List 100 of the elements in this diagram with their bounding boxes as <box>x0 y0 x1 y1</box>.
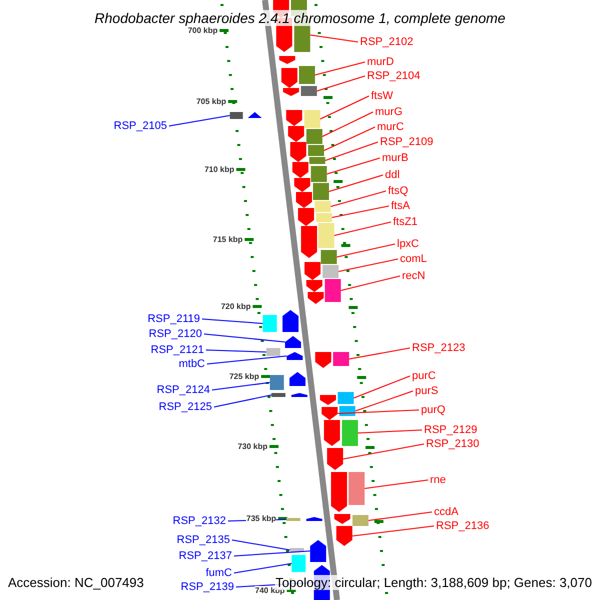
gene-block <box>286 110 302 126</box>
gene-label: ddl <box>385 169 400 181</box>
leader-line <box>353 376 410 398</box>
gene-block <box>320 395 336 405</box>
gene-block <box>292 162 308 178</box>
gene-block <box>308 292 324 304</box>
gene-block <box>279 56 296 64</box>
gene-bar <box>266 348 280 356</box>
gene-label: fumC <box>206 567 232 579</box>
gene-block <box>310 540 326 562</box>
leader-line <box>322 112 374 137</box>
gene-block <box>286 352 303 360</box>
leader-line <box>336 244 396 258</box>
gene-label: murB <box>382 152 408 164</box>
gene-label: RSP_2136 <box>436 520 490 532</box>
gene-label: RSP_2124 <box>156 384 210 396</box>
gene-block <box>285 336 302 348</box>
gene-label: recN <box>402 270 426 282</box>
gene-bar <box>271 393 286 397</box>
gene-block <box>334 514 350 524</box>
gene-bar <box>339 406 356 416</box>
gene-bar <box>292 555 306 572</box>
gene-label: RSP_2104 <box>367 70 420 82</box>
leader-line <box>340 276 400 291</box>
gene-bar <box>314 201 331 212</box>
gene-label: purS <box>415 385 438 397</box>
scale-tick-label: 725 kbp <box>229 372 260 381</box>
gene-block <box>294 178 310 192</box>
gene-bar <box>262 315 277 332</box>
gene-bar <box>338 392 354 404</box>
gene-block <box>282 310 299 332</box>
leader-line <box>316 76 366 92</box>
gene-label: RSP_2139 <box>180 581 234 593</box>
gene-label: RSP_2119 <box>148 313 200 325</box>
gene-block <box>306 280 322 292</box>
leader-line <box>326 158 380 174</box>
gene-label: ftsQ <box>388 185 408 197</box>
gene-label: murD <box>367 56 394 68</box>
scale-tick-label: 735 kbp <box>246 514 276 523</box>
leader-line <box>310 34 358 42</box>
scale-tick-label: 705 kbp <box>196 97 226 106</box>
gene-bar <box>312 183 329 200</box>
leader-line <box>342 444 424 460</box>
leader-line <box>232 540 290 550</box>
gene-label: RSP_2105 <box>114 120 167 132</box>
gene-bar <box>310 166 327 182</box>
gene-bar <box>300 86 317 96</box>
scale-tick-label: 730 kbp <box>238 442 268 451</box>
leader-line <box>320 96 370 120</box>
gene-bar <box>299 66 315 84</box>
leader-line <box>357 430 422 434</box>
gene-bar <box>348 472 365 505</box>
leader-line <box>337 410 420 414</box>
gene-bar <box>290 548 304 552</box>
gene-block <box>296 192 312 208</box>
gene-label: RSP_2121 <box>150 344 204 356</box>
gene-label: purC <box>412 370 436 382</box>
gene-label: rne <box>430 474 446 486</box>
leader-line <box>348 348 410 360</box>
accession-text: Accession: NC_007493 <box>8 575 144 590</box>
leader-line <box>328 174 384 192</box>
gene-label: RSP_2129 <box>424 424 478 436</box>
leader-line <box>314 62 366 76</box>
gene-block <box>290 142 306 162</box>
leader-line <box>332 206 390 218</box>
gene-bar <box>342 420 358 446</box>
gene-bar <box>309 157 326 164</box>
leader-line <box>206 356 288 364</box>
gene-label: RSP_2120 <box>148 328 202 340</box>
gene-block <box>327 448 344 470</box>
gene-label: lpxC <box>397 238 420 250</box>
gene-bar <box>320 250 337 264</box>
gene-block <box>304 262 321 280</box>
gene-block <box>288 126 304 142</box>
leader-line <box>204 334 286 342</box>
leader-line <box>324 142 378 161</box>
gene-bar <box>352 515 368 526</box>
gene-label: RSP_2137 <box>178 550 232 562</box>
gene-triangle <box>248 112 262 118</box>
gene-bar <box>230 112 243 119</box>
gene-label: murC <box>377 121 404 133</box>
gene-label: RSP_2102 <box>360 36 414 48</box>
leader-line <box>354 390 414 412</box>
gene-block <box>315 352 332 368</box>
gene-bar <box>322 265 339 278</box>
gene-bar <box>318 223 334 248</box>
gene-bar <box>324 279 341 302</box>
leader-line <box>338 258 398 272</box>
gene-block <box>306 517 322 521</box>
scale-tick-label: 715 kbp <box>212 235 243 244</box>
leader-line <box>214 394 272 408</box>
gene-label: ftsA <box>391 200 410 212</box>
gene-label: ftsW <box>371 90 393 102</box>
gene-bar <box>286 518 300 521</box>
leader-line <box>212 382 270 390</box>
gene-block <box>331 472 348 512</box>
gene-label: RSP_2130 <box>426 438 480 450</box>
gene-label: RSP_2123 <box>412 342 466 354</box>
gene-block <box>298 208 314 226</box>
leader-line <box>202 318 264 324</box>
